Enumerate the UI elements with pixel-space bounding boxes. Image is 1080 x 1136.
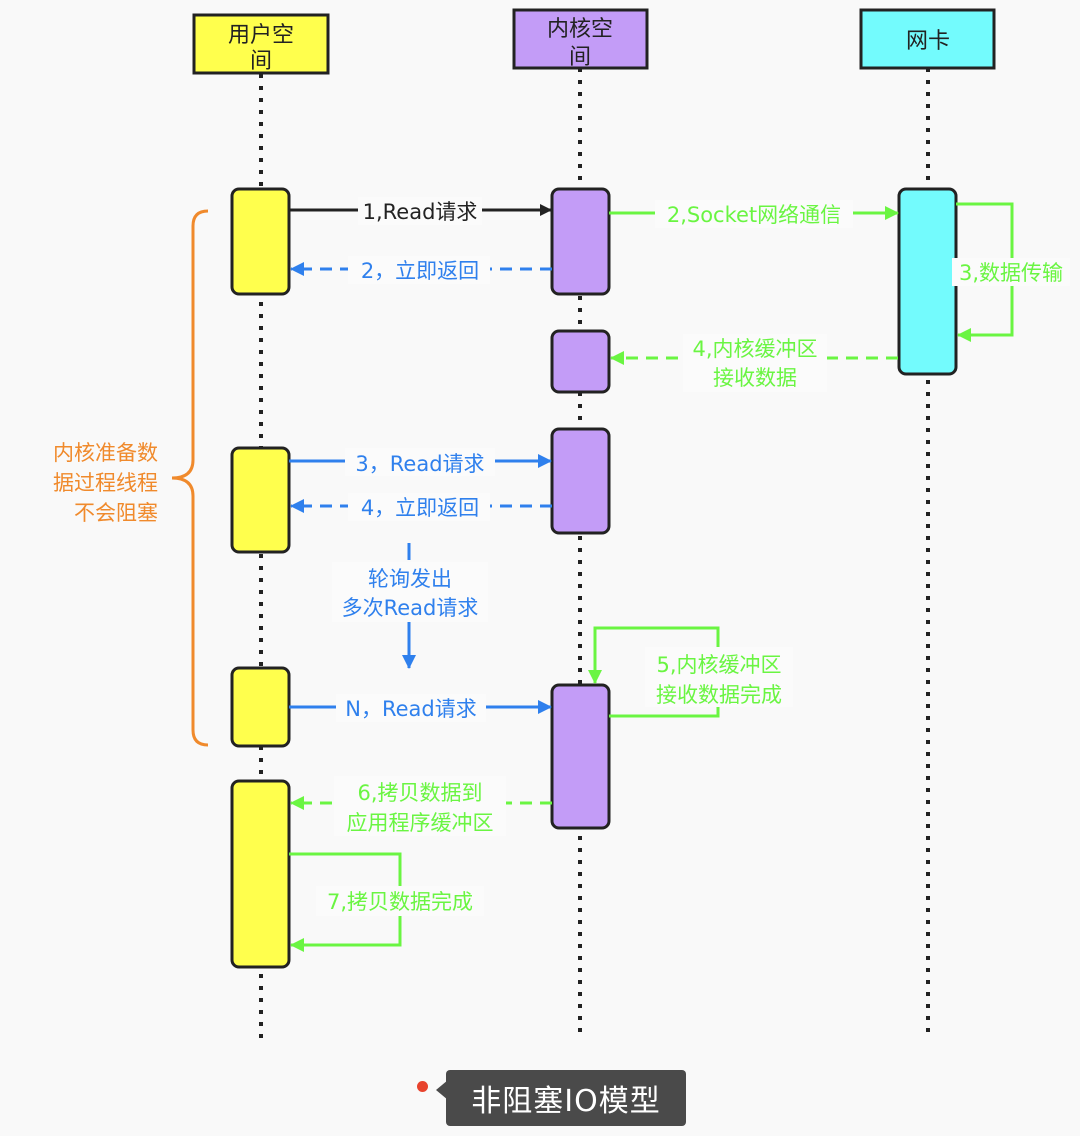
label-poll-line1: 轮询发出 xyxy=(368,567,452,591)
caption-dot xyxy=(417,1081,428,1092)
annotation-line2: 据过程线程 xyxy=(53,471,158,495)
label-4-return: 4，立即返回 xyxy=(361,496,479,520)
label-4-buffer-line1: 4,内核缓冲区 xyxy=(692,337,817,361)
lane-kernel-label-1: 内核空 xyxy=(547,17,613,42)
activation-kernel-3 xyxy=(550,427,611,535)
brace-nonblocking xyxy=(171,209,209,747)
activation-user-2 xyxy=(230,446,291,554)
caption-tail xyxy=(436,1080,448,1100)
lane-header-nic: 网卡 xyxy=(859,8,996,70)
arrow-5-complete xyxy=(588,626,720,718)
label-1-read: 1,Read请求 xyxy=(363,200,478,224)
lane-user-label-2: 间 xyxy=(250,49,272,74)
activation-user-4 xyxy=(230,779,291,969)
label-2-socket: 2,Socket网络通信 xyxy=(667,203,841,227)
activation-user-1 xyxy=(230,187,291,296)
label-4-buffer-line2: 接收数据 xyxy=(713,366,797,390)
label-5-line1: 5,内核缓冲区 xyxy=(656,653,781,677)
label-7: 7,拷贝数据完成 xyxy=(327,890,473,914)
label-poll-line2: 多次Read请求 xyxy=(342,596,479,620)
annotation-line3: 不会阻塞 xyxy=(74,501,158,525)
label-2-return: 2，立即返回 xyxy=(361,259,479,283)
annotation-line1: 内核准备数 xyxy=(53,441,158,465)
lane-kernel-label-2: 间 xyxy=(569,45,591,70)
lane-header-kernel: 内核空 间 xyxy=(512,8,649,70)
activation-kernel-4 xyxy=(550,683,611,830)
activation-kernel-1 xyxy=(550,187,611,296)
lane-header-user: 用户空 间 xyxy=(192,13,330,75)
label-5-line2: 接收数据完成 xyxy=(656,683,782,707)
label-3-transfer: 3,数据传输 xyxy=(959,261,1063,285)
lane-nic-label: 网卡 xyxy=(906,29,950,54)
diagram-title: 非阻塞IO模型 xyxy=(446,1070,686,1126)
activation-nic-1 xyxy=(897,187,958,376)
label-6-line1: 6,拷贝数据到 xyxy=(357,781,482,805)
lane-user-label-1: 用户空 xyxy=(228,23,294,48)
label-n-read: N，Read请求 xyxy=(345,697,476,721)
label-3-read: 3，Read请求 xyxy=(355,452,484,476)
label-6-line2: 应用程序缓冲区 xyxy=(347,811,494,835)
activation-user-3 xyxy=(230,666,291,748)
activation-kernel-2 xyxy=(550,329,611,394)
